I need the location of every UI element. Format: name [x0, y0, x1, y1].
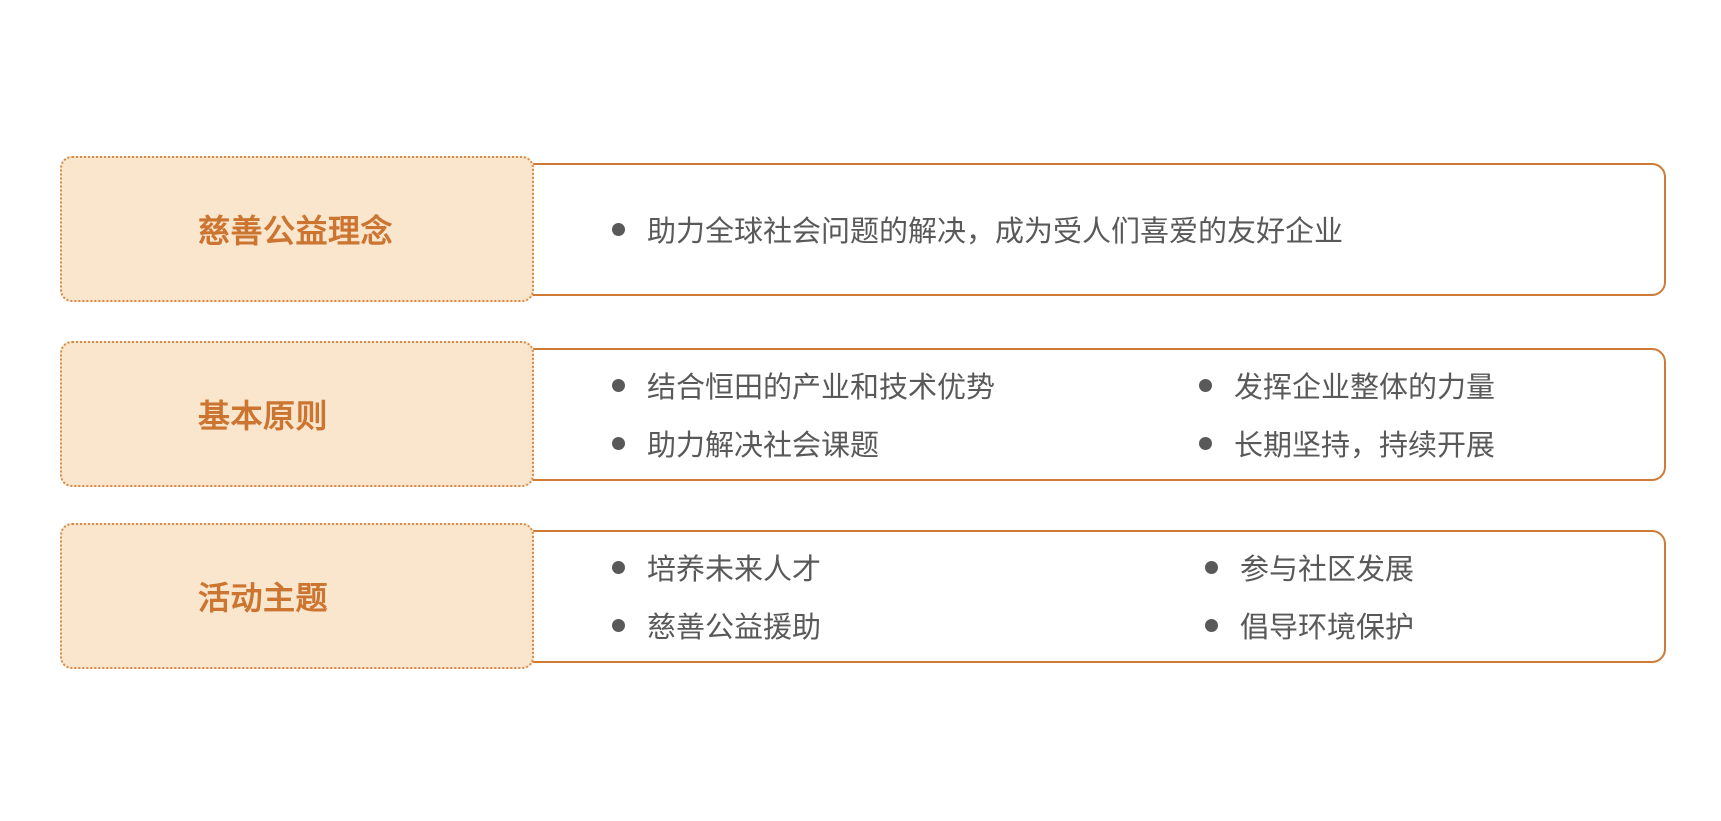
principles-item-2: 发挥企业整体的力量 — [1199, 365, 1495, 405]
philosophy-label-box: 慈善公益理念 — [60, 156, 534, 302]
themes-item-1: 培养未来人才 — [612, 547, 821, 587]
item-text: 结合恒田的产业和技术优势 — [647, 370, 996, 404]
themes-item-2: 参与社区发展 — [1205, 547, 1414, 587]
principles-content-box — [512, 348, 1666, 481]
philosophy-item-1: 助力全球社会问题的解决，成为受人们喜爱的友好企业 — [612, 209, 1343, 249]
item-text: 助力全球社会问题的解决，成为受人们喜爱的友好企业 — [647, 214, 1344, 248]
item-text: 慈善公益援助 — [647, 610, 822, 644]
item-text: 长期坚持，持续开展 — [1234, 428, 1496, 462]
themes-label-box: 活动主题 — [60, 523, 534, 669]
bullet-icon — [1199, 378, 1212, 392]
bullet-icon — [612, 222, 625, 236]
principles-item-3: 助力解决社会课题 — [612, 423, 879, 463]
themes-item-3: 慈善公益援助 — [612, 605, 821, 645]
item-text: 发挥企业整体的力量 — [1234, 370, 1496, 404]
principles-label: 基本原则 — [198, 397, 329, 435]
bullet-icon — [1205, 618, 1218, 632]
bullet-icon — [1205, 560, 1218, 574]
item-text: 倡导环境保护 — [1240, 610, 1415, 644]
themes-content-box — [512, 530, 1666, 663]
philosophy-content-box — [512, 163, 1666, 296]
principles-item-4: 长期坚持，持续开展 — [1199, 423, 1495, 463]
principles-item-1: 结合恒田的产业和技术优势 — [612, 365, 995, 405]
bullet-icon — [612, 436, 625, 450]
bullet-icon — [1199, 436, 1212, 450]
item-text: 助力解决社会课题 — [647, 428, 880, 462]
themes-item-4: 倡导环境保护 — [1205, 605, 1414, 645]
principles-label-box: 基本原则 — [60, 341, 534, 487]
bullet-icon — [612, 378, 625, 392]
item-text: 参与社区发展 — [1240, 552, 1415, 586]
themes-label: 活动主题 — [198, 579, 329, 617]
item-text: 培养未来人才 — [647, 552, 822, 586]
bullet-icon — [612, 560, 625, 574]
philosophy-label: 慈善公益理念 — [198, 212, 394, 250]
bullet-icon — [612, 618, 625, 632]
